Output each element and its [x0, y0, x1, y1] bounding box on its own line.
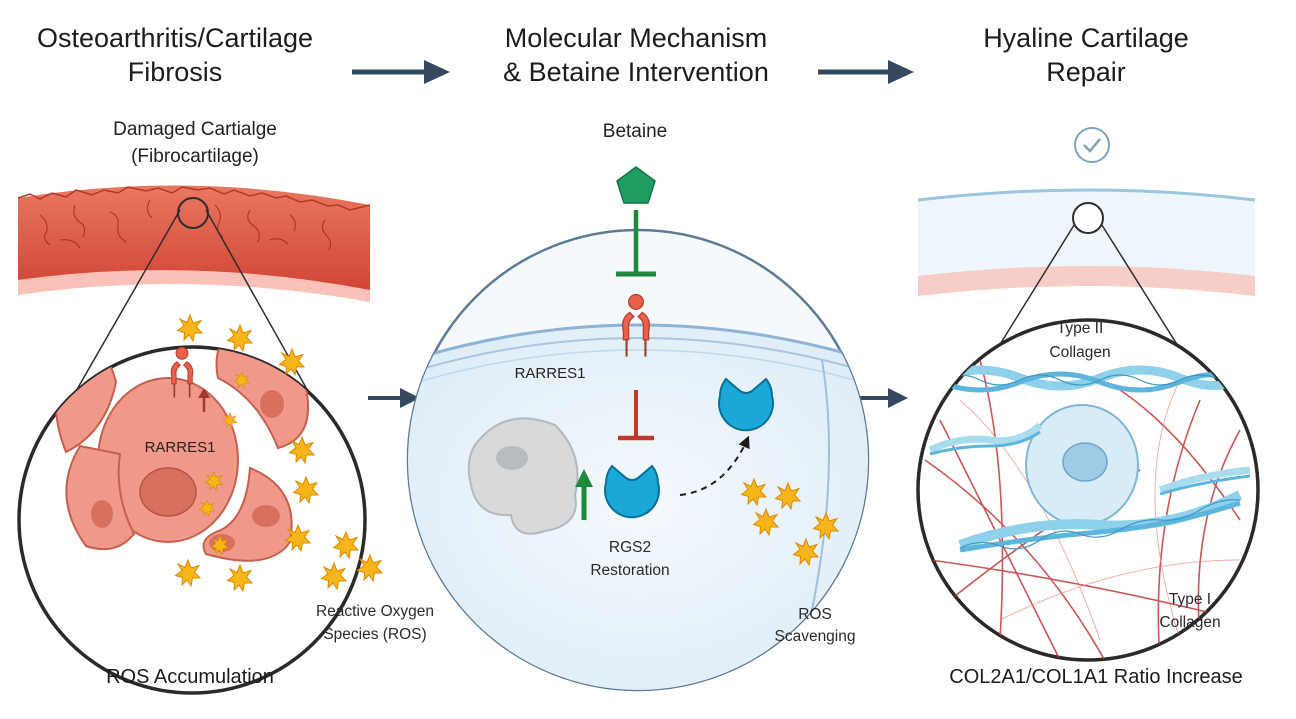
- ros-star-icon: [177, 314, 203, 342]
- rgs2-label-line2: Restoration: [590, 562, 670, 579]
- rgs2-pacman-icon: [604, 464, 660, 519]
- pacman-protein-icon: [718, 377, 774, 432]
- rgs2-label-line1: RGS2: [608, 539, 652, 556]
- damaged-cartilage-label-line2: (Fibrocartilage): [131, 146, 259, 167]
- hyaline-zoom-circle: [916, 318, 1260, 662]
- left-title-line2: Fibrosis: [127, 57, 223, 87]
- collagen-ratio-caption: COL2A1/COL1A1 Ratio Increase: [949, 666, 1243, 688]
- ros-label-line2: Species (ROS): [323, 626, 427, 643]
- healthy-cartilage-band: [917, 188, 1256, 296]
- damaged-cartilage-band: [17, 185, 371, 302]
- check-circle-icon: [1074, 127, 1110, 163]
- betaine-label: Betaine: [602, 121, 668, 142]
- right-title-line1: Hyaline Cartilage: [983, 23, 1189, 53]
- damaged-cartilage-label-line1: Damaged Cartialge: [113, 119, 277, 140]
- top-arrow-1: [352, 60, 450, 84]
- middle-arrow-1: [368, 388, 420, 408]
- ros-label-line1: Reactive Oxygen: [315, 603, 435, 620]
- ros-accumulation-caption: ROS Accumulation: [106, 666, 274, 688]
- left-title-line1: Osteoarthritis/Cartilage: [36, 23, 314, 53]
- top-arrow-2: [818, 60, 914, 84]
- betaine-inhibition-line: [616, 210, 656, 277]
- type-ii-collagen-helix: [938, 365, 1244, 393]
- ros-scavenging-line2: Scavenging: [774, 628, 856, 645]
- cell-zoom-circle: [406, 228, 870, 692]
- rarres1-label-middle: RARRES1: [514, 365, 586, 382]
- green-up-arrow-icon: [575, 469, 593, 520]
- type-i-collagen-label-line2: Collagen: [1159, 614, 1221, 631]
- rarres1-label-left: RARRES1: [144, 439, 216, 456]
- betaine-pentagon-icon: [616, 166, 656, 204]
- middle-title-line1: Molecular Mechanism: [504, 23, 768, 53]
- up-arrow-left-icon: [198, 388, 210, 412]
- ros-scavenging-line1: ROS: [798, 606, 832, 623]
- type-ii-collagen-label-line1: Type II: [1056, 320, 1104, 337]
- type-ii-collagen-label-line2: Collagen: [1049, 344, 1111, 361]
- type-i-collagen-label-line1: Type I: [1168, 591, 1212, 608]
- ros-star-icon: [227, 324, 253, 352]
- dashed-arrow: [679, 435, 750, 496]
- rarres1-inhibition-line: [618, 390, 654, 441]
- middle-title-line2: & Betaine Intervention: [503, 57, 769, 87]
- right-title-line2: Repair: [1046, 57, 1126, 87]
